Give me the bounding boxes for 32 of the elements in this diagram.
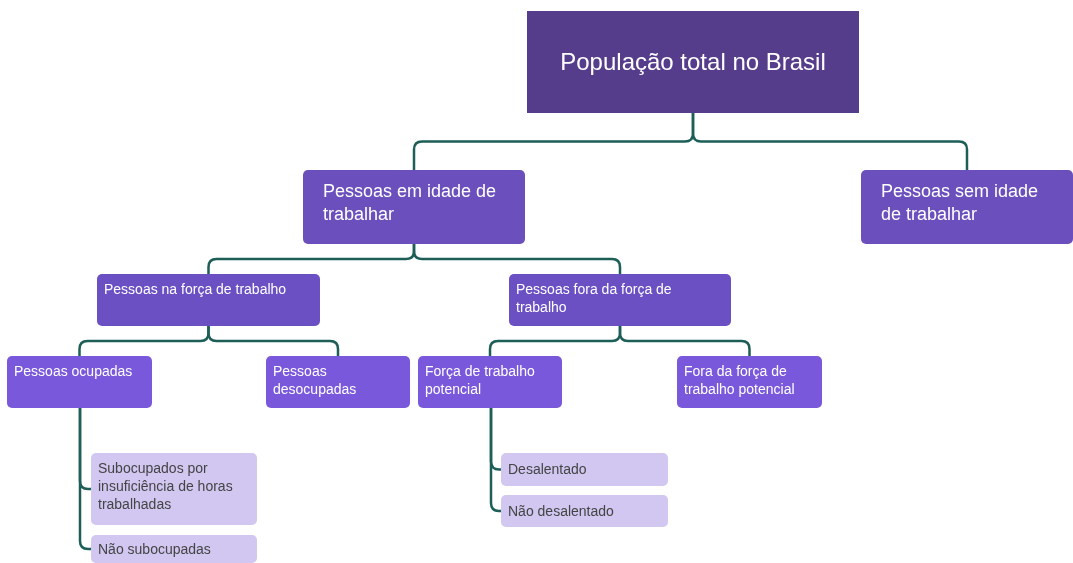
category-box xyxy=(266,356,410,408)
category-label: Fora da força de trabalho potencial xyxy=(684,362,796,399)
category-box xyxy=(91,453,257,525)
connector-line xyxy=(412,244,622,274)
category-label: Pessoas na força de trabalho xyxy=(104,280,287,299)
category-box xyxy=(509,274,731,326)
category-label: Pessoas ocupadas xyxy=(14,362,133,381)
category-label: Pessoas fora da força de trabalho xyxy=(516,280,673,317)
category-label: Subocupados por insuficiência de horas trabalhadas xyxy=(98,459,234,514)
connector-line xyxy=(618,326,751,356)
category-label: Não desalentado xyxy=(508,501,614,521)
category-label: População total no Brasil xyxy=(560,47,826,78)
category-box xyxy=(527,11,859,113)
category-label: Desalentado xyxy=(508,460,587,479)
category-label: Pessoas em idade de trabalhar xyxy=(323,180,498,227)
category-label: Força de trabalho potencial xyxy=(425,362,536,399)
category-box xyxy=(303,170,525,244)
category-box xyxy=(97,274,320,326)
category-box xyxy=(861,170,1073,244)
category-box xyxy=(418,356,562,408)
category-box xyxy=(501,495,668,527)
category-box xyxy=(91,535,257,563)
connector-line xyxy=(691,113,969,170)
category-label: Pessoas desocupadas xyxy=(273,362,358,399)
category-label: Pessoas sem idade de trabalhar xyxy=(881,180,1040,227)
category-box xyxy=(501,453,668,486)
category-box xyxy=(7,356,152,408)
category-label: Não subocupadas xyxy=(98,539,211,559)
category-box xyxy=(677,356,822,408)
connector-line xyxy=(78,408,91,551)
connector-line xyxy=(207,326,340,356)
connector-line xyxy=(489,408,501,513)
